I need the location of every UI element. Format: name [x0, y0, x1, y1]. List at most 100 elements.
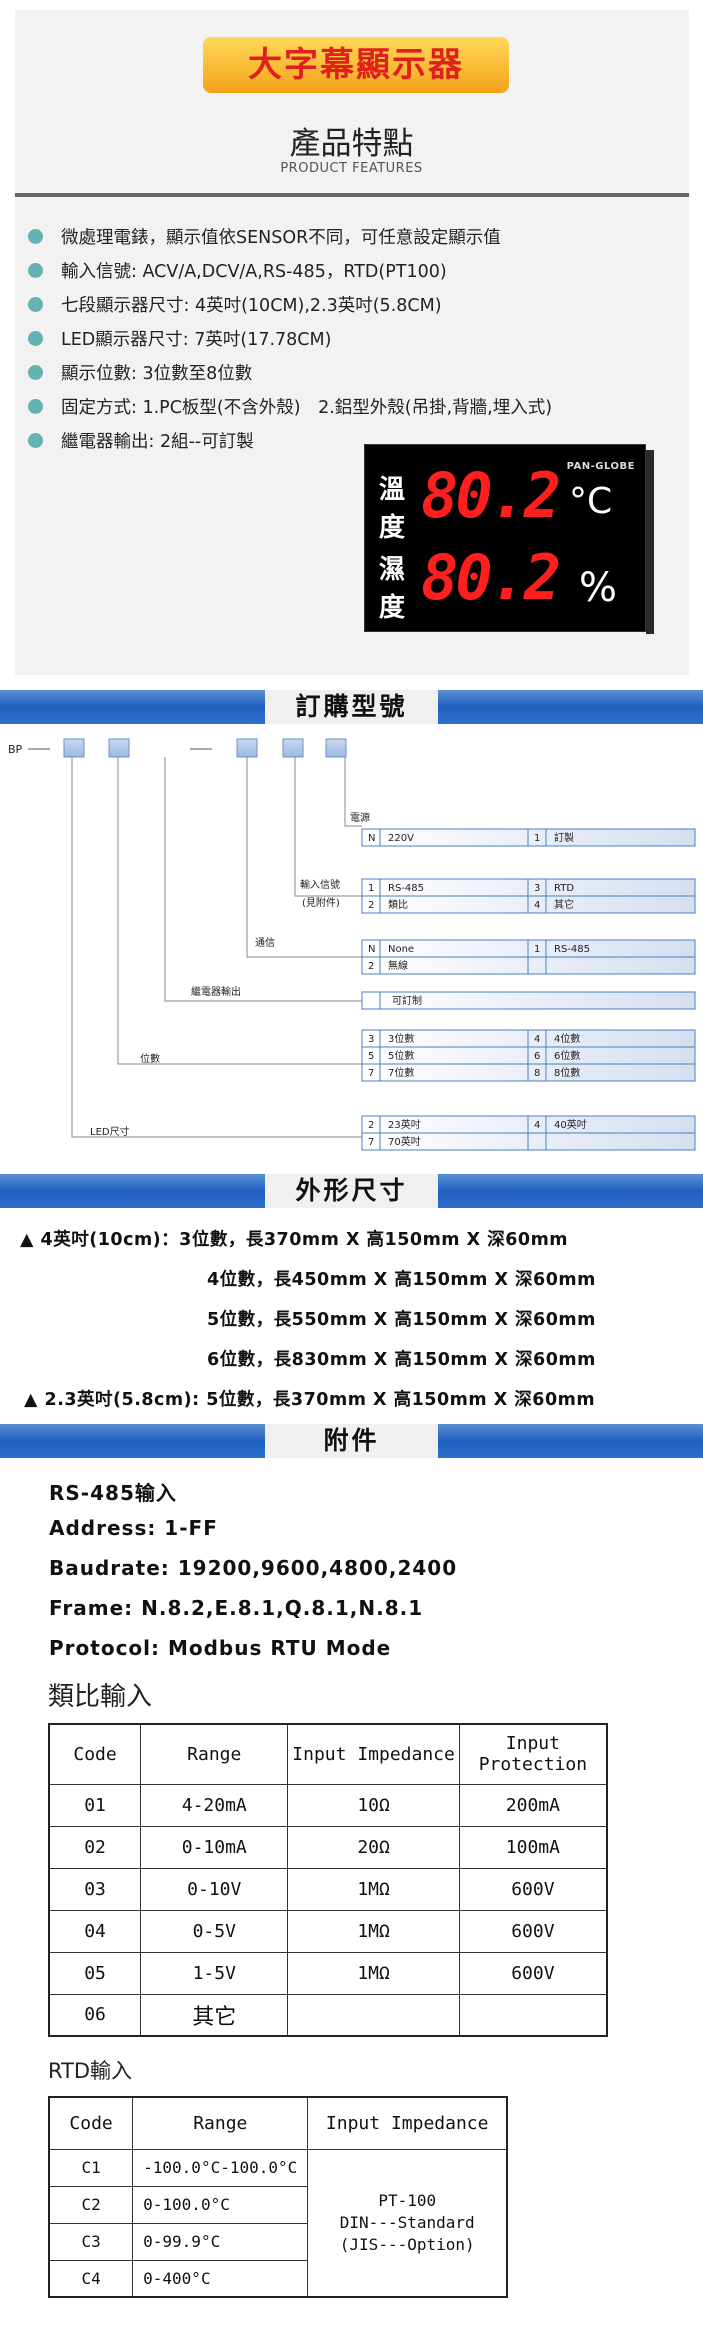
rs485-frame: Frame: N.8.2,E.8.1,Q.8.1,N.8.1 [49, 1596, 424, 1620]
svg-text:70英吋: 70英吋 [388, 1135, 421, 1148]
svg-text:2: 2 [368, 900, 374, 911]
group-label-power: 電源 [350, 811, 370, 824]
svg-text:40英吋: 40英吋 [554, 1118, 587, 1131]
svg-text:2: 2 [368, 1120, 374, 1131]
section-bar: 訂購型號 [0, 690, 703, 724]
code-box [63, 738, 85, 758]
table-row: 02 0-10mA 20Ω 100mA [48, 1825, 608, 1869]
svg-text:5位數: 5位數 [388, 1049, 414, 1062]
svg-text:1: 1 [534, 833, 540, 844]
table-row: C2 0-100.0°C [48, 2185, 507, 2224]
section-title-dimensions: 外形尺寸 [265, 1174, 438, 1208]
display-value-temp: 80.2 [421, 459, 561, 532]
feature-item: LED顯示器尺寸: 7英吋(17.78CM) [28, 321, 552, 355]
table-row: 05 1-5V 1MΩ 600V [48, 1951, 608, 1995]
table-row: C4 0-400°C [48, 2259, 507, 2298]
display-unit-temp: °C [569, 481, 613, 522]
comm-table: N None 1 RS-485 2 無線 [361, 939, 696, 975]
svg-text:N: N [368, 944, 375, 955]
brand-logo: PAN-GLOBE [566, 461, 635, 472]
display-char: 濕 [379, 555, 406, 585]
svg-text:8: 8 [534, 1068, 540, 1079]
svg-text:可訂制: 可訂制 [392, 994, 422, 1007]
svg-text:7: 7 [368, 1068, 374, 1079]
bullet-icon [28, 398, 43, 414]
feature-item: 輸入信號: ACV/A,DCV/A,RS-485，RTD(PT100) [28, 253, 552, 287]
feature-item: 顯示位數: 3位數至8位數 [28, 355, 552, 389]
group-label-input-note: (見附件) [302, 896, 340, 909]
svg-text:無線: 無線 [388, 959, 408, 972]
svg-text:3: 3 [368, 1034, 374, 1045]
svg-text:4位數: 4位數 [554, 1032, 580, 1045]
display-side [646, 450, 654, 634]
svg-text:其它: 其它 [554, 898, 574, 911]
svg-text:4: 4 [534, 1120, 540, 1131]
rs485-title: RS-485输入 [49, 1481, 177, 1505]
dimension-line: 4位數，長450mm X 高150mm X 深60mm [207, 1270, 596, 1290]
code-box [325, 738, 347, 758]
analog-input-table: Code Range Input Impedance Input Protect… [48, 1723, 608, 2037]
svg-text:8位數: 8位數 [554, 1066, 580, 1079]
svg-text:3: 3 [534, 883, 540, 894]
rtd-title: RTD輸入 [48, 2059, 133, 2083]
bullet-icon [28, 432, 43, 448]
section-title-order: 訂購型號 [265, 690, 438, 724]
feature-list: 微處理電錶，顯示值依SENSOR不同，可任意設定顯示值 輸入信號: ACV/A,… [28, 219, 552, 457]
power-table: N 220V 1 訂製 [361, 828, 696, 847]
display-char: 溫 [379, 475, 406, 505]
svg-text:6位數: 6位數 [554, 1049, 580, 1062]
feature-item: 七段顯示器尺寸: 4英吋(10CM),2.3英吋(5.8CM) [28, 287, 552, 321]
code-box [236, 738, 258, 758]
table-row: C1 -100.0°C-100.0°C PT-100 DIN---Standar… [48, 2148, 508, 2298]
group-label-comm: 通信 [255, 937, 275, 949]
group-label-input: 輸入信號 [300, 878, 340, 891]
group-label-digits: 位數 [140, 1052, 160, 1065]
dimension-line: ▲ 4英吋(10cm)：3位數，長370mm X 高150mm X 深60mm [20, 1230, 569, 1250]
svg-text:1: 1 [368, 883, 374, 894]
svg-text:4: 4 [534, 1034, 540, 1045]
rs485-protocol: Protocol: Modbus RTU Mode [49, 1636, 392, 1660]
bullet-icon [28, 330, 43, 346]
order-prefix: BP [8, 743, 23, 756]
svg-text:RTD: RTD [554, 883, 574, 894]
svg-text:220V: 220V [388, 833, 414, 844]
svg-text:N: N [368, 833, 375, 844]
display-unit-humidity: % [579, 565, 618, 611]
table-row: 03 0-10V 1MΩ 600V [48, 1867, 608, 1911]
svg-text:RS-485: RS-485 [388, 883, 424, 894]
table-row: 06 其它 [48, 1993, 608, 2037]
group-label-relay: 繼電器輸出 [191, 985, 241, 998]
svg-text:7: 7 [368, 1137, 374, 1148]
svg-text:5: 5 [368, 1051, 374, 1062]
feature-item: 微處理電錶，顯示值依SENSOR不同，可任意設定顯示值 [28, 219, 552, 253]
feature-item: 固定方式: 1.PC板型(不含外殼) 2.鋁型外殼(吊掛,背牆,埋入式) [28, 389, 552, 423]
analog-title: 類比輸入 [48, 1682, 153, 1712]
feature-item: 繼電器輸出: 2組--可訂製 [28, 423, 552, 457]
svg-text:類比: 類比 [388, 899, 408, 911]
relay-table: 可訂制 [361, 991, 696, 1010]
svg-text:6: 6 [534, 1051, 540, 1062]
bullet-icon [28, 364, 43, 380]
svg-text:None: None [388, 944, 414, 955]
code-box [108, 738, 130, 758]
svg-text:RS-485: RS-485 [554, 944, 590, 955]
page-subtitle: PRODUCT FEATURES [280, 161, 423, 176]
product-banner: 大字幕顯示器 [203, 37, 509, 93]
display-char: 度 [379, 513, 406, 543]
svg-text:7位數: 7位數 [388, 1066, 414, 1079]
table-row: 04 0-5V 1MΩ 600V [48, 1909, 608, 1953]
led-size-table: 2 23英吋 4 40英吋 7 70英吋 [361, 1115, 696, 1151]
led-display-image: PAN-GLOBE 溫 度 80.2 °C 濕 度 80.2 % [364, 444, 646, 632]
page-title: 產品特點 [289, 126, 414, 162]
table-row: 01 4-20mA 10Ω 200mA [48, 1783, 608, 1827]
svg-text:4: 4 [534, 900, 540, 911]
rs485-address: Address: 1-FF [49, 1516, 218, 1540]
bullet-icon [28, 296, 43, 312]
rtd-input-table: Code Range Input Impedance C1 -100.0°C-1… [48, 2096, 508, 2298]
section-bar: 外形尺寸 [0, 1174, 703, 1208]
digits-table: 3 3位數 4 4位數 5 5位數 6 6位數 7 7位數 8 8位數 [361, 1029, 696, 1082]
svg-text:2: 2 [368, 961, 374, 972]
order-code-diagram: BP 電源 N 220V 1 訂製 輸入 [8, 738, 696, 1151]
group-label-led: LED尺寸 [90, 1125, 130, 1138]
svg-text:1: 1 [534, 944, 540, 955]
